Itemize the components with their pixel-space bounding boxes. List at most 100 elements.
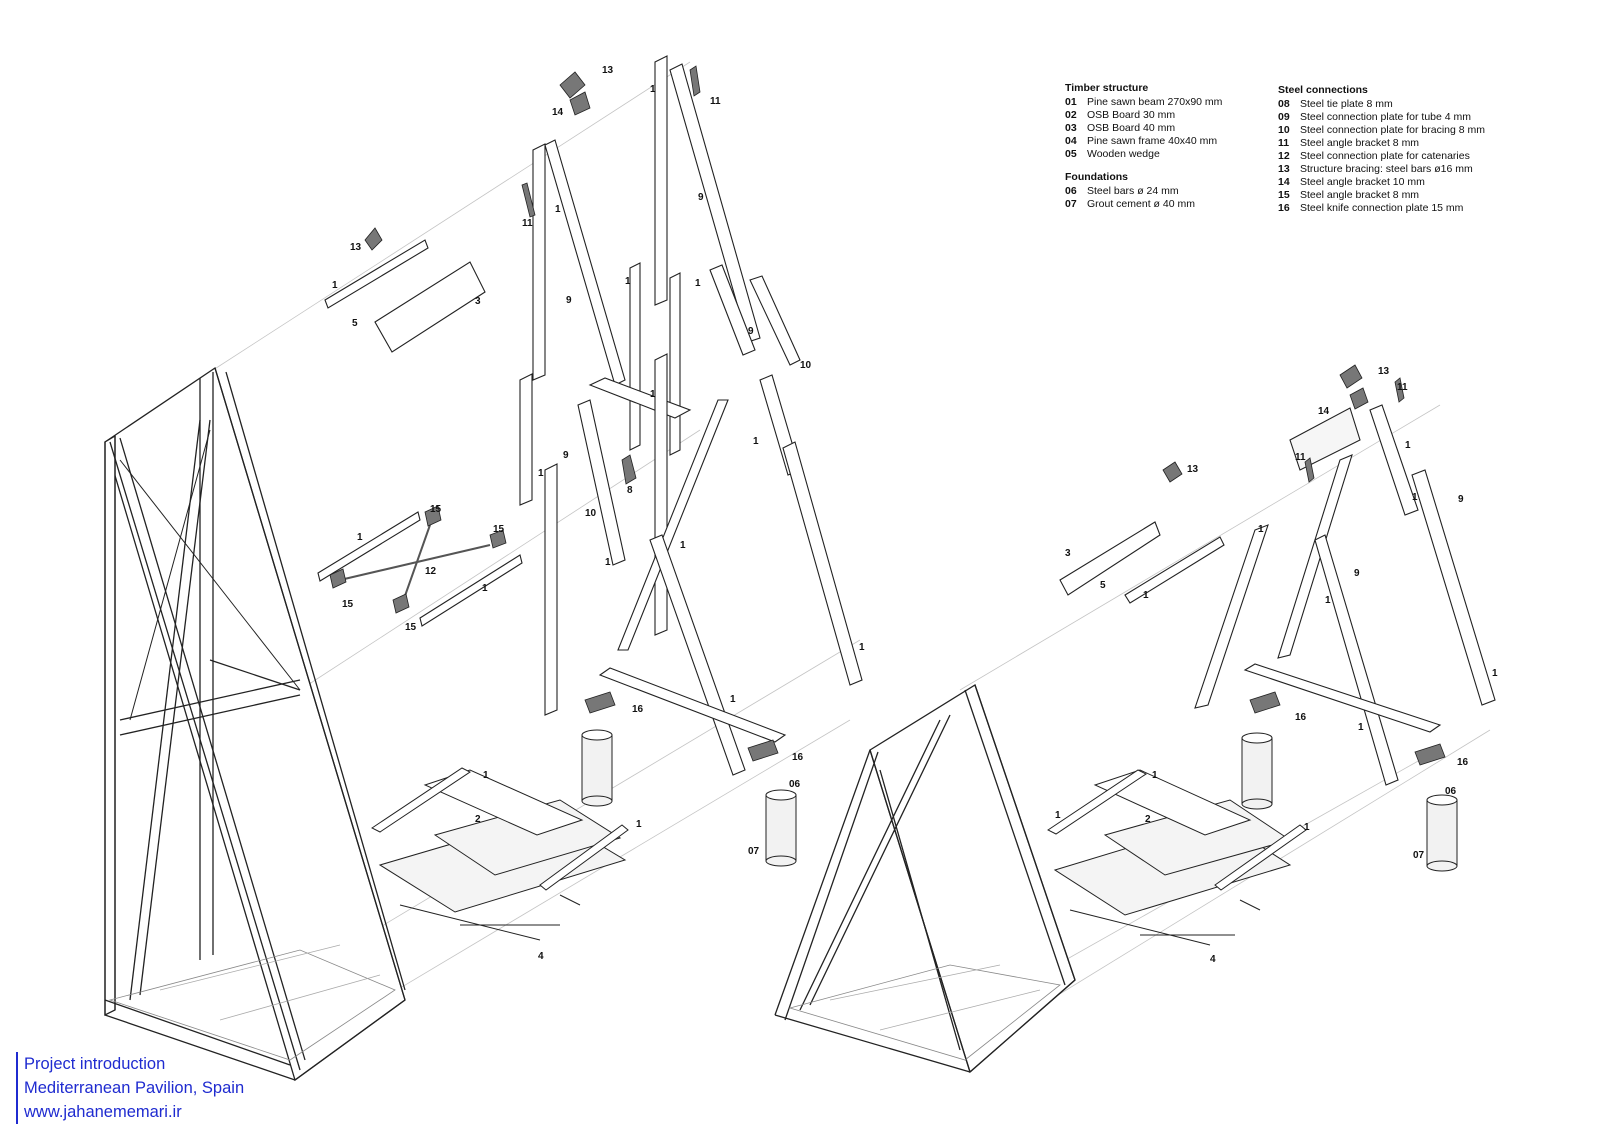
callout-label: 1 <box>357 532 363 543</box>
callout-label: 1 <box>859 642 865 653</box>
deck-parts-right <box>1047 769 1307 946</box>
callout-label: 9 <box>563 450 569 461</box>
callout-label: 10 <box>585 508 597 519</box>
callout-label: 15 <box>342 599 354 610</box>
callout-label: 07 <box>1413 850 1425 861</box>
callout-label: 06 <box>789 779 801 790</box>
callout-label: 1 <box>1152 770 1158 781</box>
callout-label: 12 <box>425 566 437 577</box>
assembled-frame-right <box>774 684 1076 1074</box>
callout-label: 1 <box>636 819 642 830</box>
deck-parts-left <box>371 767 629 941</box>
steel-parts-right <box>1162 364 1446 766</box>
callout-label: 9 <box>566 295 572 306</box>
callout-label: 3 <box>1065 548 1071 559</box>
callout-label: 1 <box>1492 668 1498 679</box>
legend-title-timber: Timber structure <box>1065 82 1149 94</box>
assembled-frame-left <box>104 366 406 1082</box>
callout-label: 16 <box>632 704 644 715</box>
callout-label: 1 <box>730 694 736 705</box>
caption-block: Project introduction Mediterranean Pavil… <box>16 1052 244 1124</box>
callout-label: 5 <box>1100 580 1106 591</box>
callout-label: 1 <box>1143 590 1149 601</box>
callout-label: 3 <box>475 296 481 307</box>
callout-label: 1 <box>1055 810 1061 821</box>
callout-label: 16 <box>1457 757 1469 768</box>
caption-website: www.jahanememari.ir <box>24 1103 182 1121</box>
callout-label: 1 <box>650 389 656 400</box>
callout-label: 14 <box>1318 406 1330 417</box>
callout-label: 1 <box>605 557 611 568</box>
callout-label: 1 <box>625 276 631 287</box>
callout-label: 1 <box>538 468 544 479</box>
legend-title-steel: Steel connections <box>1278 84 1368 96</box>
callout-label: 06 <box>1445 786 1457 797</box>
callout-label: 13 <box>1187 464 1199 475</box>
callout-label: 4 <box>1210 954 1216 965</box>
callout-label: 2 <box>475 814 481 825</box>
callout-label: 9 <box>1354 568 1360 579</box>
caption-subtitle: Mediterranean Pavilion, Spain <box>24 1079 245 1097</box>
callout-label: 11 <box>1397 382 1408 393</box>
foundations-left <box>581 729 797 867</box>
callout-label: 13 <box>602 65 614 76</box>
steel-parts-left <box>329 65 779 762</box>
callout-label: 9 <box>698 192 704 203</box>
exploded-members-left <box>317 55 863 776</box>
callout-label: 1 <box>483 770 489 781</box>
callout-label: 1 <box>1304 822 1310 833</box>
callout-label: 4 <box>538 951 544 962</box>
callout-label: 1 <box>555 204 561 215</box>
callout-label: 1 <box>482 583 488 594</box>
callout-label: 8 <box>627 485 633 496</box>
callout-label: 1 <box>680 540 686 551</box>
callout-label: 16 <box>1295 712 1307 723</box>
callout-label: 1 <box>650 84 656 95</box>
callout-label: 1 <box>1325 595 1331 606</box>
callout-label: 10 <box>800 360 812 371</box>
callout-label: 11 <box>1295 452 1306 463</box>
callout-label: 15 <box>493 524 505 535</box>
callout-label: 1 <box>1412 492 1418 503</box>
legend-title-foundations: Foundations <box>1065 171 1128 183</box>
exploded-members-right <box>1059 404 1496 786</box>
callout-label: 1 <box>695 278 701 289</box>
callout-label: 11 <box>522 218 533 229</box>
callout-label: 15 <box>430 504 442 515</box>
callout-label: 13 <box>350 242 362 253</box>
callout-label: 07 <box>748 846 760 857</box>
callout-label: 1 <box>753 436 759 447</box>
callout-label: 13 <box>1378 366 1390 377</box>
callout-label: 5 <box>352 318 358 329</box>
callout-label: 1 <box>1358 722 1364 733</box>
foundations-right <box>1241 732 1458 872</box>
callout-label: 16 <box>792 752 804 763</box>
callout-labels: 13 14 1 11 9 11 1 13 1 5 3 1 1 9 9 10 1 … <box>332 65 1498 965</box>
callout-label: 9 <box>1458 494 1464 505</box>
callout-label: 11 <box>710 96 721 107</box>
callout-label: 1 <box>1405 440 1411 451</box>
callout-label: 1 <box>1258 524 1264 535</box>
callout-label: 15 <box>405 622 417 633</box>
callout-label: 14 <box>552 107 564 118</box>
callout-label: 1 <box>332 280 338 291</box>
